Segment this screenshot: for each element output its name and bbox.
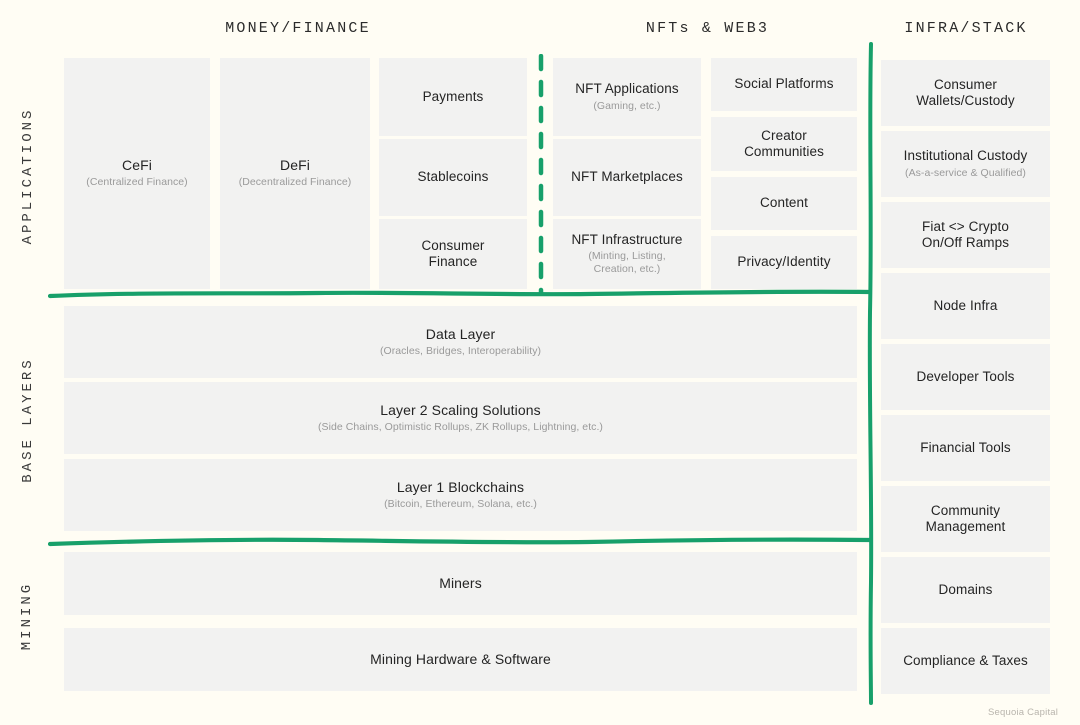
block-title: Payments <box>422 88 484 104</box>
block-title: Layer 2 Scaling Solutions <box>380 401 541 418</box>
divider-money-nfts-dashed <box>538 54 544 296</box>
block-subtitle: (Gaming, etc.) <box>593 99 661 112</box>
block-nft-applications[interactable]: NFT Applications (Gaming, etc.) <box>553 58 701 136</box>
footer-attribution: Sequoia Capital <box>988 707 1059 718</box>
row-label-mining: MINING <box>19 581 35 651</box>
block-institutional-custody[interactable]: Institutional Custody (As-a-service & Qu… <box>881 131 1050 197</box>
column-header-money-finance: MONEY/FINANCE <box>225 20 371 37</box>
block-title: Content <box>760 195 808 211</box>
block-subtitle: (Oracles, Bridges, Interoperability) <box>379 344 542 357</box>
block-stablecoins[interactable]: Stablecoins <box>379 139 527 216</box>
block-title: Privacy/Identity <box>737 254 831 270</box>
block-title: CeFi <box>122 157 152 174</box>
block-privacy-identity[interactable]: Privacy/Identity <box>711 236 857 289</box>
block-nft-marketplaces[interactable]: NFT Marketplaces <box>553 139 701 216</box>
block-subtitle: (Bitcoin, Ethereum, Solana, etc.) <box>384 497 537 510</box>
block-title: NFT Marketplaces <box>571 169 683 185</box>
block-cefi[interactable]: CeFi (Centralized Finance) <box>64 58 210 289</box>
divider-infra-stack-vertical <box>867 42 874 705</box>
block-data-layer[interactable]: Data Layer (Oracles, Bridges, Interopera… <box>64 306 857 378</box>
block-title: Mining Hardware & Software <box>370 650 551 667</box>
block-developer-tools[interactable]: Developer Tools <box>881 344 1050 410</box>
block-subtitle: (Decentralized Finance) <box>238 176 352 189</box>
block-title: NFT Infrastructure <box>571 231 683 247</box>
block-subtitle: (Minting, Listing,Creation, etc.) <box>588 250 666 276</box>
block-title: Financial Tools <box>920 439 1011 455</box>
block-social-platforms[interactable]: Social Platforms <box>711 58 857 111</box>
block-content[interactable]: Content <box>711 177 857 230</box>
block-title: Institutional Custody <box>903 148 1028 164</box>
block-title: Stablecoins <box>417 169 489 185</box>
block-miners[interactable]: Miners <box>64 552 857 615</box>
block-title: Layer 1 Blockchains <box>396 478 525 495</box>
block-nft-infrastructure[interactable]: NFT Infrastructure (Minting, Listing,Cre… <box>553 219 701 289</box>
block-title: Social Platforms <box>734 76 834 92</box>
block-title: Node Infra <box>933 297 998 313</box>
block-compliance-taxes[interactable]: Compliance & Taxes <box>881 628 1050 694</box>
block-title: Miners <box>439 574 482 591</box>
block-subtitle: (Centralized Finance) <box>86 176 188 189</box>
block-title: Compliance & Taxes <box>903 652 1028 668</box>
row-label-base-layers: BASE LAYERS <box>20 357 36 483</box>
block-title: NFT Applications <box>575 81 679 97</box>
block-financial-tools[interactable]: Financial Tools <box>881 415 1050 481</box>
block-subtitle: (Side Chains, Optimistic Rollups, ZK Rol… <box>318 420 603 433</box>
block-payments[interactable]: Payments <box>379 58 527 136</box>
block-title: Data Layer <box>425 325 496 342</box>
block-defi[interactable]: DeFi (Decentralized Finance) <box>220 58 370 289</box>
block-title: Developer Tools <box>916 368 1015 384</box>
block-title: Domains <box>938 581 993 597</box>
block-domains[interactable]: Domains <box>881 557 1050 623</box>
block-subtitle: (As-a-service & Qualified) <box>905 166 1026 179</box>
column-header-infra-stack: INFRA/STACK <box>904 20 1028 37</box>
column-header-nfts-web3: NFTs & WEB3 <box>645 20 770 37</box>
block-mining-hardware-software[interactable]: Mining Hardware & Software <box>64 628 857 691</box>
block-node-infra[interactable]: Node Infra <box>881 273 1050 339</box>
row-label-applications: APPLICATIONS <box>20 107 36 245</box>
block-layer-2-scaling-solutions[interactable]: Layer 2 Scaling Solutions (Side Chains, … <box>64 382 857 454</box>
block-layer-1-blockchains[interactable]: Layer 1 Blockchains (Bitcoin, Ethereum, … <box>64 459 857 531</box>
block-title: DeFi <box>280 157 310 174</box>
divider-base-layers-mining <box>48 537 872 547</box>
